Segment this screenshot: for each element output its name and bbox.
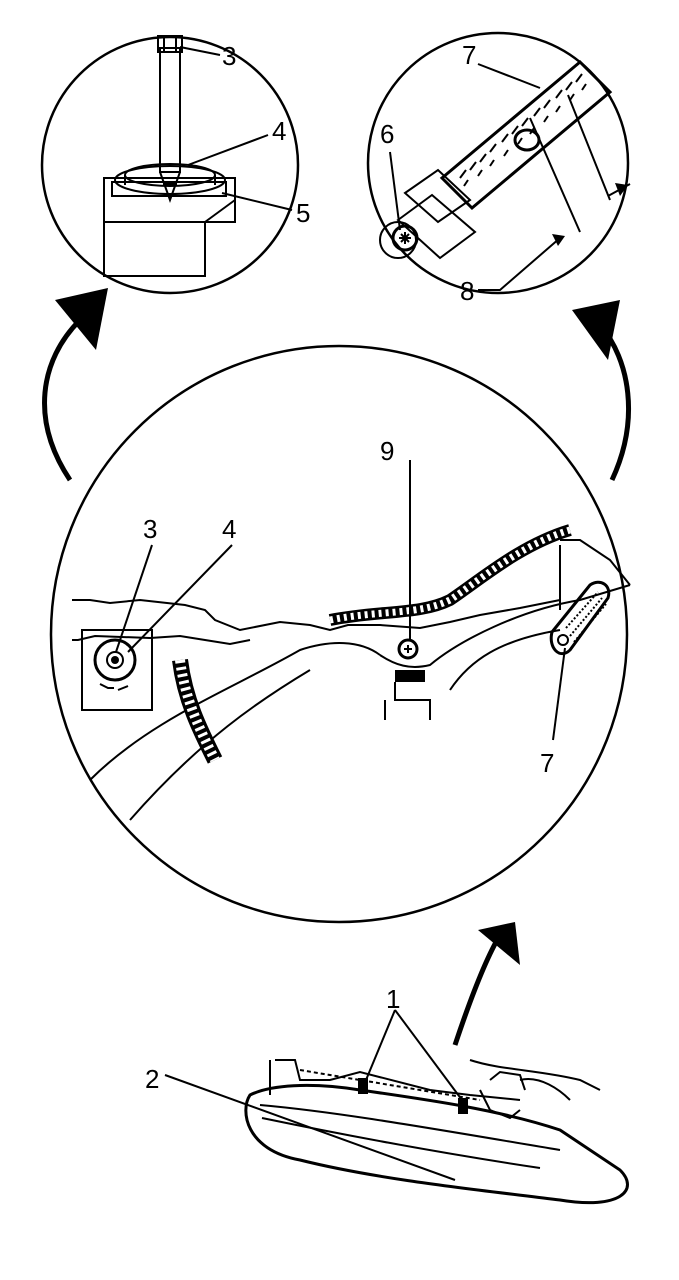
callout-4-top: 4 (272, 116, 286, 146)
callout-3-top: 3 (222, 41, 236, 71)
callout-3-main: 3 (143, 514, 157, 544)
headlamp-rear-view (49, 344, 631, 924)
callout-1: 1 (386, 984, 400, 1014)
callout-5-top: 5 (296, 198, 310, 228)
curved-arrow-to-main-view (452, 922, 520, 1046)
headlamp-assembly (244, 1059, 629, 1205)
curved-arrow-to-level (572, 300, 631, 482)
callout-2: 2 (145, 1064, 159, 1094)
screw-icon (391, 224, 419, 252)
callout-9: 9 (380, 436, 394, 466)
callout-7-top: 7 (462, 40, 476, 70)
leader-lines (115, 46, 628, 1181)
callout-8: 8 (460, 276, 474, 306)
adjuster-detail-view (40, 35, 300, 295)
level-indicator-detail-view (366, 31, 631, 295)
curved-arrow-to-adjuster (42, 288, 108, 482)
callout-4-main: 4 (222, 514, 236, 544)
callout-6: 6 (380, 119, 394, 149)
callout-7-main: 7 (540, 748, 554, 778)
